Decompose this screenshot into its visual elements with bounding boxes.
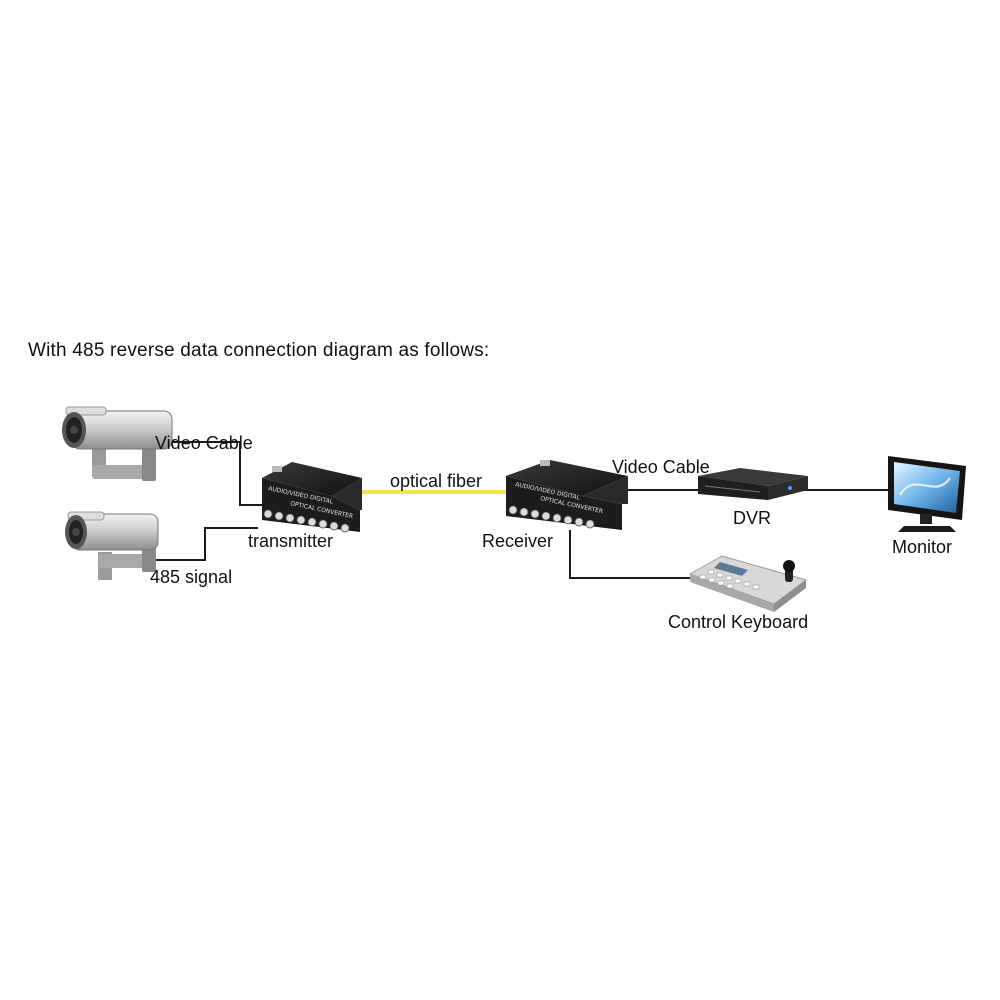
control-keyboard-label: Control Keyboard — [668, 612, 809, 632]
transmitter-label: transmitter — [248, 531, 334, 551]
camera-icon — [62, 406, 173, 481]
transmitter-icon: AUDIO/VIDEO DIGITAL OPTICAL CONVERTER — [262, 462, 362, 533]
video-cable-label-left: Video Cable — [155, 433, 253, 453]
video-cable-label-right: Video Cable — [612, 457, 710, 477]
signal-485-wire — [150, 527, 258, 561]
keyboard-icon — [688, 555, 808, 612]
receiver-icon: AUDIO/VIDEO DIGITAL OPTICAL CONVERTER — [506, 460, 628, 530]
receiver-label: Receiver — [482, 531, 554, 551]
signal-485-label: 485 signal — [150, 567, 233, 587]
monitor-icon — [888, 456, 966, 532]
diagram-heading: With 485 reverse data connection diagram… — [28, 340, 490, 361]
monitor-label: Monitor — [892, 537, 953, 557]
wires — [150, 441, 892, 579]
video-cable-wire-left — [150, 441, 262, 506]
dvr-icon — [698, 468, 808, 500]
camera-icon — [65, 511, 159, 580]
dvr-label: DVR — [733, 508, 772, 528]
optical-fiber-label: optical fiber — [390, 471, 483, 491]
keyboard-wire — [569, 530, 690, 579]
